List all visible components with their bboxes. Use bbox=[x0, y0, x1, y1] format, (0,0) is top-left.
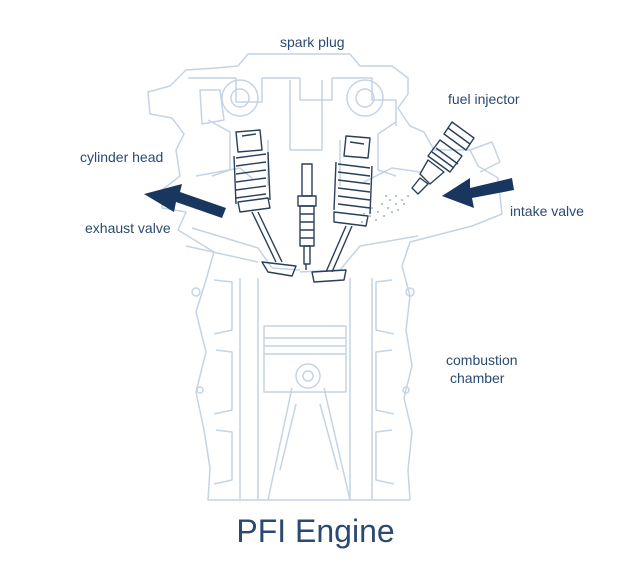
exhaust-valve-assembly bbox=[233, 129, 297, 277]
engine-block-outline bbox=[147, 53, 503, 501]
combustion-chamber-label-line1: combustion bbox=[446, 352, 518, 368]
cylinder-head-label: cylinder head bbox=[80, 149, 164, 165]
intake-valve-assembly bbox=[311, 135, 373, 283]
fuel-spray bbox=[361, 195, 409, 223]
intake-valve-label: intake valve bbox=[510, 203, 584, 219]
fuel-injector-graphic bbox=[411, 121, 475, 195]
spark-plug-label: spark plug bbox=[280, 34, 345, 50]
intake-flow-arrow bbox=[442, 178, 514, 208]
exhaust-flow-arrow bbox=[144, 184, 226, 218]
fuel-injector-label: fuel injector bbox=[448, 91, 520, 107]
combustion-chamber-label-line2: chamber bbox=[450, 370, 505, 386]
diagram-title: PFI Engine bbox=[236, 513, 395, 549]
exhaust-valve-label: exhaust valve bbox=[85, 220, 171, 236]
spark-plug-graphic bbox=[297, 163, 317, 270]
